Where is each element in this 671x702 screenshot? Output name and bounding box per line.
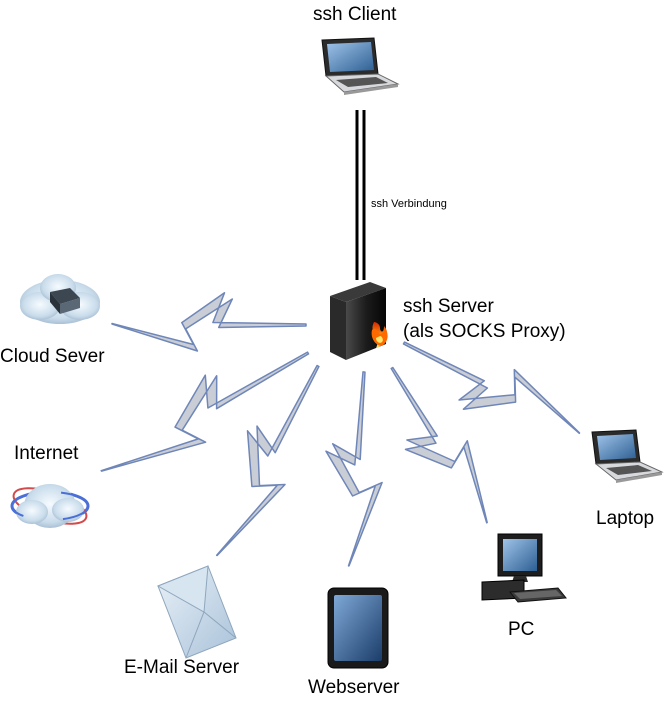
wireless-links: [100, 292, 581, 567]
pc-label: PC: [508, 619, 535, 640]
webserver-label: Webserver: [308, 677, 400, 698]
ssh-connection-label: ssh Verbindung: [371, 198, 447, 210]
bolt-pc: [390, 366, 488, 524]
webserver-tablet-icon: [327, 587, 389, 669]
ssh-connection-edge: [355, 110, 366, 280]
email-server-label: E-Mail Server: [124, 657, 240, 678]
bolt-webserver: [325, 371, 383, 567]
internet-globe-cloud-icon: [10, 484, 90, 528]
cloud-server-label: Cloud Sever: [0, 346, 105, 367]
cloud-server-icon: [20, 274, 100, 324]
email-envelope-icon: [156, 565, 237, 659]
ssh-client-laptop-icon: [321, 37, 400, 95]
pc-desktop-icon: [481, 533, 567, 603]
ssh-server-firewall-icon: [330, 282, 388, 360]
bolt-laptop: [402, 341, 581, 435]
laptop-label: Laptop: [596, 508, 655, 529]
ssh-server-label-line1: ssh Server: [403, 296, 494, 317]
ssh-server-label-line2: (als SOCKS Proxy): [403, 321, 566, 342]
laptop-icon: [591, 429, 664, 483]
internet-label: Internet: [14, 443, 79, 464]
bolt-email-server: [215, 364, 320, 557]
bolt-internet: [100, 351, 310, 472]
ssh-client-label: ssh Client: [313, 4, 397, 25]
bolt-cloud-server: [111, 292, 307, 352]
